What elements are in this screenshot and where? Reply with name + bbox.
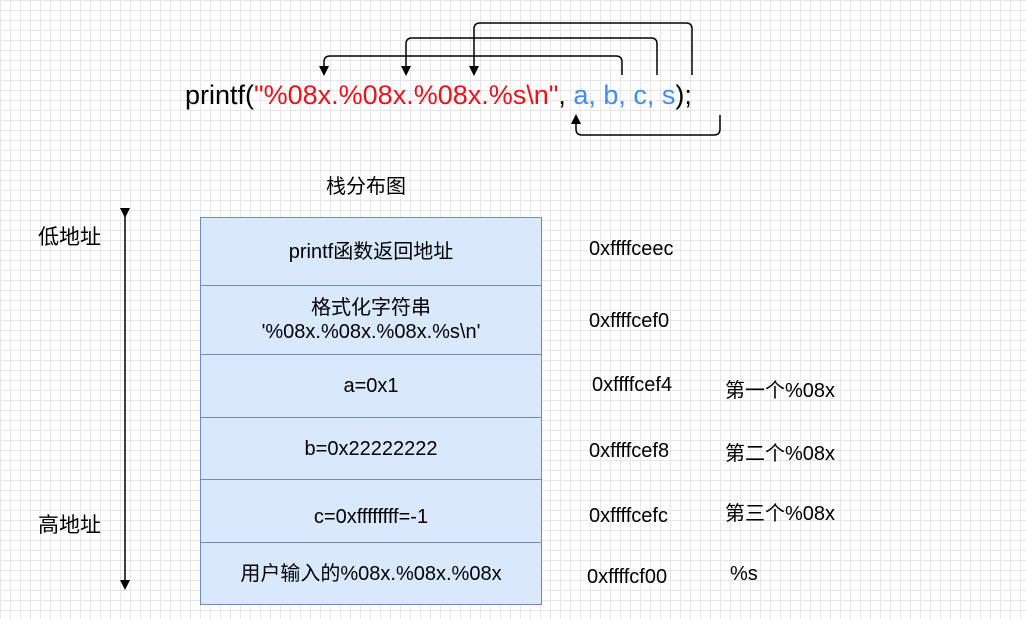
low-address-label: 低地址 <box>38 226 101 249</box>
printf-suffix: ); <box>675 80 692 110</box>
stack-cell-b: b=0x22222222 <box>200 417 542 480</box>
stack-cell-text: printf函数返回地址 <box>288 240 454 263</box>
stack-cell-text: 用户输入的%08x.%08x.%08x <box>240 562 502 585</box>
arrow-s-to-string-format <box>571 114 721 136</box>
note-first-format: 第一个%08x <box>725 380 836 402</box>
address-user-input: 0xffffcf00 <box>587 566 668 588</box>
address-b: 0xffffcef8 <box>589 440 670 462</box>
stack-cell-a: a=0x1 <box>200 354 542 418</box>
printf-call: printf("%08x.%08x.%08x.%s\n", a, b, c, s… <box>185 78 692 112</box>
stack-cell-user-input: 用户输入的%08x.%08x.%08x <box>200 542 542 605</box>
stack-title: 栈分布图 <box>326 176 406 198</box>
arrow-c-to-third-format <box>469 22 693 76</box>
arrow-b-to-second-format <box>401 37 658 76</box>
address-format-string: 0xffffcef0 <box>589 310 670 332</box>
printf-prefix: printf( <box>185 80 255 110</box>
printf-arguments: a, b, c, s <box>573 80 676 110</box>
stack-cell-text: c=0xffffffff=-1 <box>313 506 429 528</box>
note-third-format: 第三个%08x <box>725 503 836 525</box>
address-return: 0xffffceec <box>589 238 674 260</box>
arrow-a-to-first-format <box>319 55 623 76</box>
stack-cell-return-address: printf函数返回地址 <box>200 217 542 286</box>
address-a: 0xffffcef4 <box>592 374 673 396</box>
high-address-label: 高地址 <box>38 514 101 537</box>
address-c: 0xffffcefc <box>589 505 668 527</box>
stack-cell-text: 格式化字符串 <box>311 297 431 319</box>
stack-cell-text: b=0x22222222 <box>304 437 438 460</box>
stack-cell-text: '%08x.%08x.%08x.%s\n' <box>261 321 481 343</box>
stack-cell-text: a=0x1 <box>343 375 399 397</box>
comma: , <box>558 80 574 110</box>
stack-cell-c: c=0xffffffff=-1 <box>200 479 542 543</box>
format-string: "%08x.%08x.%08x.%s\n" <box>254 80 559 110</box>
note-second-format: 第二个%08x <box>725 443 836 465</box>
note-string-format: %s <box>730 563 758 585</box>
stack-cell-format-string: 格式化字符串 '%08x.%08x.%08x.%s\n' <box>200 285 542 355</box>
